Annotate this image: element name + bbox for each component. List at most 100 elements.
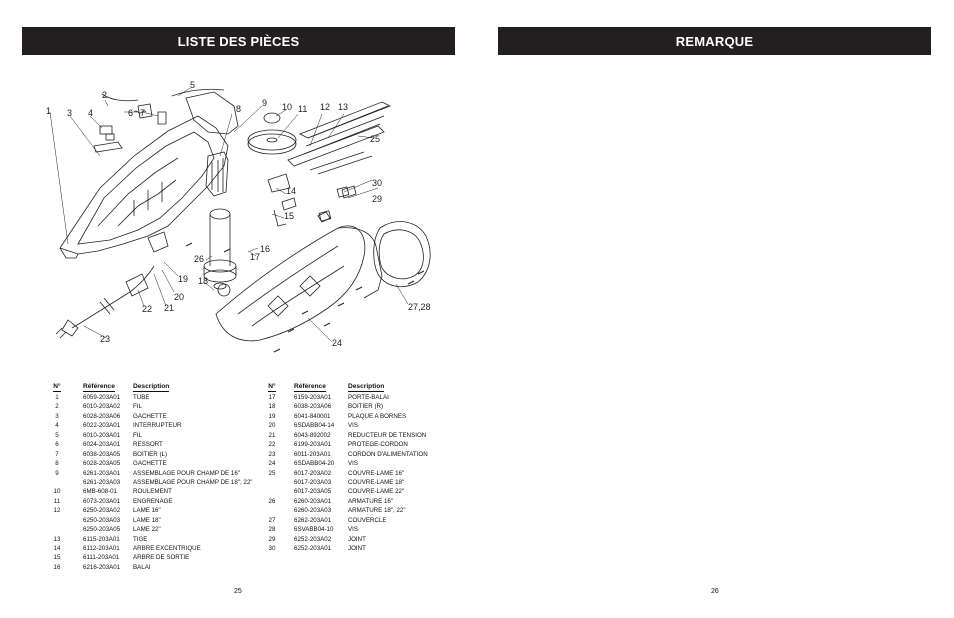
callout-2: 2 — [102, 90, 107, 100]
table-row: 6260-203A03 ARMATURE 18", 22" — [261, 506, 468, 515]
part-description: CORDON D'ALIMENTATION — [348, 450, 428, 458]
part-number: 30 — [268, 545, 276, 552]
part-number: 5 — [55, 431, 59, 439]
part-reference: 6252-203A01 — [294, 545, 332, 552]
part-number: 1 — [55, 394, 59, 401]
page-number-right: 26 — [711, 588, 719, 595]
table-row: 6261-203A03 ASSEMBLAGE POUR CHAMP DE 18",… — [45, 478, 283, 487]
part-reference: 6010-203A02 — [83, 403, 121, 411]
part-number: 27 — [268, 516, 276, 524]
part-description: JOINT — [348, 535, 366, 543]
part-description: ASSEMBLAGE POUR CHAMP DE 18", 22" — [133, 478, 253, 486]
part-reference: 6199-203A01 — [294, 441, 332, 449]
part-number: 16 — [53, 563, 61, 571]
parts-list-title: LISTE DES PIÈCES — [22, 27, 455, 55]
remarks-title: REMARQUE — [498, 27, 931, 55]
part-number: 19 — [268, 412, 276, 420]
part-description: TUBE — [133, 394, 150, 401]
callout-29: 29 — [372, 194, 382, 204]
callout-9: 9 — [262, 98, 267, 108]
part-description: INTERRUPTEUR — [133, 422, 182, 430]
callout-30: 30 — [372, 178, 382, 188]
part-number: 12 — [53, 507, 61, 515]
part-reference: 6024-203A01 — [83, 441, 121, 449]
part-description: FIL — [133, 403, 142, 411]
part-number: 22 — [268, 441, 276, 449]
part-reference: 6261-203A01 — [83, 469, 121, 477]
part-number: 26 — [268, 497, 276, 505]
part-description: BOITIER (L) — [133, 450, 168, 458]
part-description: ASSEMBLAGE POUR CHAMP DE 16" — [133, 469, 240, 477]
part-description: REDUCTEUR DE TENSION — [348, 431, 427, 439]
part-number: 14 — [53, 545, 61, 552]
part-number: 6 — [55, 441, 59, 449]
part-reference: 6017-203A02 — [294, 469, 332, 477]
part-number: 23 — [268, 450, 276, 458]
part-number — [45, 516, 69, 525]
table-row: 6 6024-203A01 RESSORT — [45, 440, 283, 449]
part-number: 20 — [268, 422, 276, 430]
part-description: ROULEMENT — [133, 488, 172, 496]
part-reference: 6250-203A03 — [83, 516, 121, 524]
callout-7: 7 — [140, 108, 145, 118]
part-reference: 6MB-608-01 — [83, 488, 118, 496]
part-reference: 6216-203A01 — [83, 563, 121, 571]
callout-16: 16 — [260, 244, 270, 254]
part-description: ARMATURE 18", 22" — [348, 507, 406, 515]
part-number: 28 — [268, 526, 276, 534]
part-number — [45, 525, 69, 534]
part-reference: 6SVABB04-10 — [294, 526, 334, 534]
part-reference: 6111-203A01 — [83, 554, 120, 562]
table-header: N° Référence Description — [261, 382, 468, 393]
part-description: LAME 16" — [133, 507, 161, 515]
part-reference: 6252-203A02 — [294, 535, 332, 543]
callout-26: 26 — [194, 254, 204, 264]
part-description: ENGRENAGE — [133, 497, 173, 505]
part-description: ARBRE DE SORTIE — [133, 554, 190, 562]
callout-18: 18 — [198, 276, 208, 286]
callout-25: 25 — [370, 134, 380, 144]
part-number: 18 — [268, 403, 276, 411]
part-reference: 6250-203A05 — [83, 526, 121, 534]
col-header-ref: Référence — [83, 382, 115, 393]
part-reference: 6017-203A05 — [294, 488, 332, 496]
part-description: RESSORT — [133, 441, 163, 449]
part-reference: 6017-203A03 — [294, 478, 332, 486]
part-number: 9 — [55, 469, 59, 477]
part-reference: 6038-203A06 — [294, 403, 332, 411]
part-description: VIS — [348, 460, 358, 468]
part-number: 11 — [53, 497, 61, 505]
callout-10: 10 — [282, 102, 292, 112]
part-reference: 6260-203A03 — [294, 507, 332, 515]
part-description: TIGE — [133, 535, 148, 543]
part-reference: 6261-203A03 — [83, 478, 121, 486]
part-reference: 6250-203A02 — [83, 507, 121, 515]
part-number: 24 — [268, 460, 276, 468]
page-number-left: 25 — [234, 588, 242, 595]
callout-11: 11 — [298, 104, 307, 114]
part-description: VIS — [348, 422, 358, 430]
part-description: VIS — [348, 526, 358, 534]
